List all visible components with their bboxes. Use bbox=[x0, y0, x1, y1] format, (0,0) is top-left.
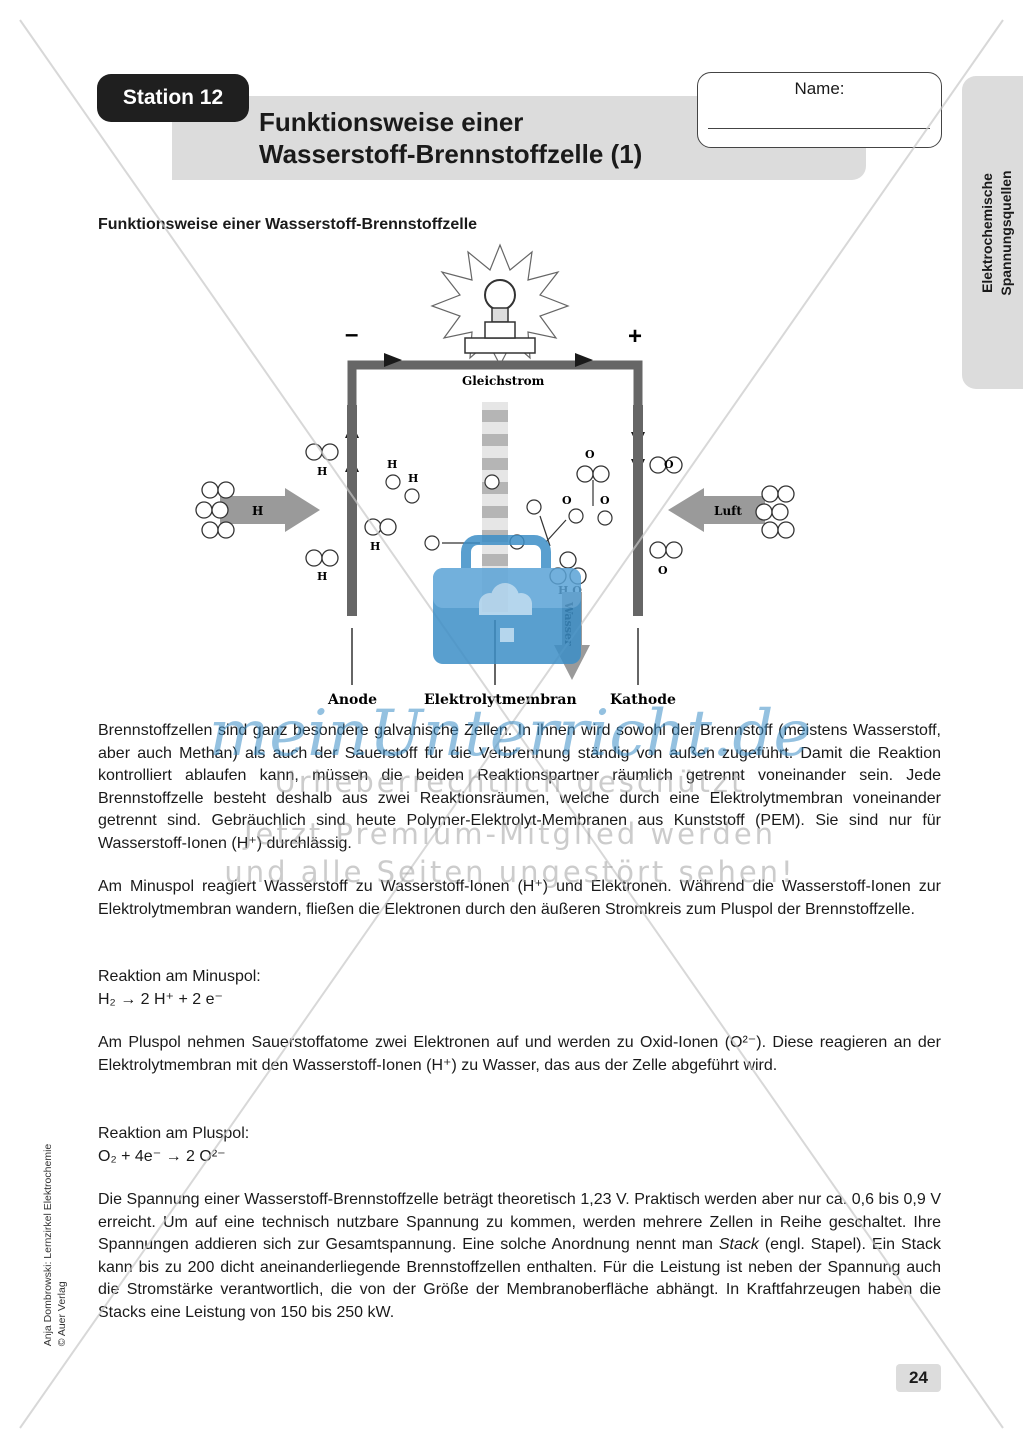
name-label: Name: bbox=[794, 79, 845, 98]
water-outflow-arrow: Wasser bbox=[554, 592, 590, 680]
h2-label-1: H bbox=[317, 465, 327, 478]
page-title: Funktionsweise einer Wasserstoff-Brennst… bbox=[259, 106, 642, 170]
title-line-1: Funktionsweise einer bbox=[259, 107, 524, 137]
reaction-minuspol-equation: H₂ → 2 H⁺ + 2 e⁻ bbox=[98, 990, 223, 1008]
h2-inflow-arrow: H bbox=[220, 488, 320, 532]
cathode-electrode bbox=[633, 405, 643, 616]
credit-author: Anja Dombrowski: Lernzirkel Elektrochemi… bbox=[42, 1143, 54, 1347]
current-label: Gleichstrom bbox=[462, 374, 545, 388]
paragraph-intro: Brennstoffzellen sind ganz besondere gal… bbox=[98, 722, 941, 852]
anode-electrode bbox=[347, 405, 357, 616]
name-write-line bbox=[708, 128, 930, 129]
o2-label-1: O bbox=[585, 448, 595, 461]
station-badge: Station 12 bbox=[97, 74, 249, 122]
name-field-box[interactable]: Name: bbox=[697, 72, 942, 148]
anode-label: Anode bbox=[327, 692, 377, 708]
h2-label-2: H bbox=[370, 540, 380, 553]
kathode-label: Kathode bbox=[610, 692, 676, 708]
section-heading: Funktionsweise einer Wasserstoff-Brennst… bbox=[98, 216, 478, 233]
electrolyte-membrane bbox=[482, 402, 508, 612]
reaction-minuspol-label: Reaktion am Minuspol: bbox=[98, 968, 261, 985]
title-line-2: Wasserstoff-Brennstoffzelle (1) bbox=[259, 139, 643, 169]
luft-arrow-label: Luft bbox=[714, 504, 742, 518]
minus-pole: – bbox=[345, 321, 358, 348]
h2-arrow-label: H bbox=[252, 504, 263, 518]
paragraph-pluspol: Am Pluspol nehmen Sauerstoffatome zwei E… bbox=[98, 1034, 941, 1074]
plus-pole: + bbox=[628, 323, 642, 350]
paragraph-voltage: Die Spannung einer Wasserstoff-Brennstof… bbox=[98, 1191, 941, 1321]
hplus-label-1: H bbox=[387, 458, 397, 471]
credit-publisher: © Auer Verlag bbox=[56, 1281, 68, 1347]
hplus-label-2: H bbox=[408, 472, 418, 485]
side-tab-line-2: Spannungsquellen bbox=[998, 169, 1014, 296]
page-number: 24 bbox=[896, 1364, 941, 1392]
stack-term: Stack bbox=[718, 1236, 759, 1253]
fuel-cell-diagram: – + Gleichstrom H Luft bbox=[195, 243, 795, 708]
o2minus-label-2: O bbox=[600, 494, 610, 507]
light-bulb-icon bbox=[464, 279, 536, 354]
o2-label-3: O bbox=[658, 564, 668, 577]
paragraph-minuspol: Am Minuspol reagiert Wasserstoff zu Wass… bbox=[98, 878, 941, 918]
o2minus-label-1: O bbox=[562, 494, 572, 507]
h2-label-3: H bbox=[317, 570, 327, 583]
reaction-pluspol-equation: O₂ + 4e⁻ → 2 O²⁻ bbox=[98, 1147, 226, 1165]
o2-label-2: O bbox=[664, 458, 674, 471]
side-tab-label: Elektrochemische Spannungsquellen bbox=[962, 76, 1023, 389]
side-tab-line-1: Elektrochemische bbox=[979, 172, 995, 293]
reaction-minuspol: Reaktion am Minuspol: H₂ → 2 H⁺ + 2 e⁻ bbox=[98, 966, 941, 1011]
reaction-pluspol-label: Reaktion am Pluspol: bbox=[98, 1125, 250, 1142]
membran-label: Elektrolytmembran bbox=[424, 692, 577, 708]
luft-inflow-arrow: Luft bbox=[668, 488, 765, 532]
wasser-label: Wasser bbox=[562, 601, 575, 646]
reaction-pluspol: Reaktion am Pluspol: O₂ + 4e⁻ → 2 O²⁻ bbox=[98, 1123, 941, 1168]
credit-line: Anja Dombrowski: Lernzirkel Elektrochemi… bbox=[36, 1130, 74, 1360]
